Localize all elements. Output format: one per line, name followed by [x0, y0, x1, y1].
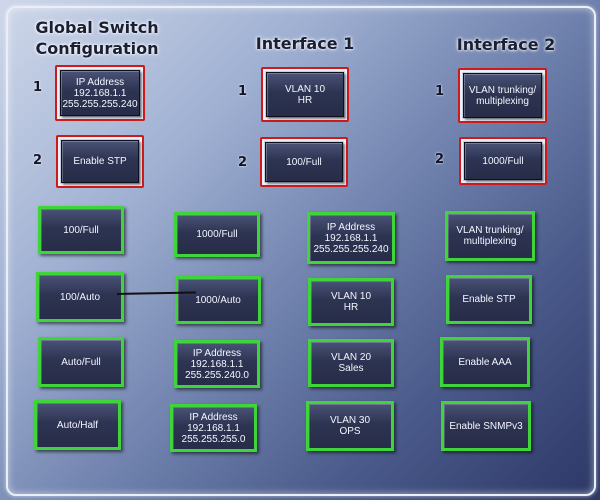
option-card-enable-aaa[interactable]: Enable AAA — [440, 337, 530, 387]
option-card-vlan-10-hr[interactable]: VLAN 10 HR — [308, 278, 394, 326]
option-card-1000-full[interactable]: 1000/Full — [174, 212, 260, 257]
option-card-enable-stp[interactable]: Enable STP — [446, 275, 532, 324]
option-card-ip-address-255-255-255-240[interactable]: IP Address 192.168.1.1 255.255.255.240 — [307, 212, 395, 264]
option-card-vlan-20-sales[interactable]: VLAN 20 Sales — [308, 339, 394, 387]
option-card-vlan-30-ops[interactable]: VLAN 30 OPS — [306, 401, 394, 451]
option-card-auto-full[interactable]: Auto/Full — [38, 337, 124, 387]
drop-slot-interface2-2[interactable]: 1000/Full — [459, 137, 547, 185]
option-card-100-full[interactable]: 100/Full — [38, 206, 124, 254]
heading-interface-1: Interface 1 — [255, 34, 355, 53]
row-number-1-interface1: 1 — [238, 84, 248, 99]
drop-slot-global-2[interactable]: Enable STP — [56, 135, 144, 188]
option-card-ip-address-255-255-240-0[interactable]: IP Address 192.168.1.1 255.255.240.0 — [174, 340, 260, 388]
option-card-enable-snmpv3[interactable]: Enable SNMPv3 — [441, 401, 531, 451]
option-card-100-auto[interactable]: 100/Auto — [36, 272, 124, 322]
placed-card-1000-full[interactable]: 1000/Full — [464, 142, 542, 180]
drop-slot-interface1-2[interactable]: 100/Full — [260, 137, 348, 187]
row-number-2-interface1: 2 — [238, 155, 248, 170]
drop-slot-interface1-1[interactable]: VLAN 10 HR — [261, 67, 349, 122]
row-number-2-interface2: 2 — [435, 152, 445, 167]
drop-slot-interface2-1[interactable]: VLAN trunking/ multiplexing — [458, 68, 547, 123]
row-number-2-global: 2 — [33, 153, 43, 168]
option-card-vlan-trunking-multiplexing[interactable]: VLAN trunking/ multiplexing — [445, 211, 535, 261]
placed-card-vlan-trunking-multiplexing[interactable]: VLAN trunking/ multiplexing — [463, 73, 542, 118]
placed-card-enable-stp[interactable]: Enable STP — [61, 140, 139, 183]
placed-card-ip-address-255-255-255-240[interactable]: IP Address 192.168.1.1 255.255.255.240 — [60, 70, 140, 116]
heading-global-line-1: Global Switch — [35, 18, 159, 37]
heading-interface-2: Interface 2 — [456, 35, 556, 54]
row-number-1-interface2: 1 — [435, 84, 445, 99]
placed-card-100-full[interactable]: 100/Full — [265, 142, 343, 182]
option-card-1000-auto[interactable]: 1000/Auto — [175, 276, 261, 324]
row-number-1-global: 1 — [33, 80, 43, 95]
drop-slot-global-1[interactable]: IP Address 192.168.1.1 255.255.255.240 — [55, 65, 145, 121]
heading-global-switch-configuration: Global Switch Configuration — [22, 17, 172, 59]
option-card-ip-address-255-255-255-0[interactable]: IP Address 192.168.1.1 255.255.255.0 — [170, 404, 257, 452]
heading-global-line-2: Configuration — [35, 39, 159, 58]
option-card-auto-half[interactable]: Auto/Half — [34, 400, 121, 450]
placed-card-vlan-10-hr[interactable]: VLAN 10 HR — [266, 72, 344, 117]
